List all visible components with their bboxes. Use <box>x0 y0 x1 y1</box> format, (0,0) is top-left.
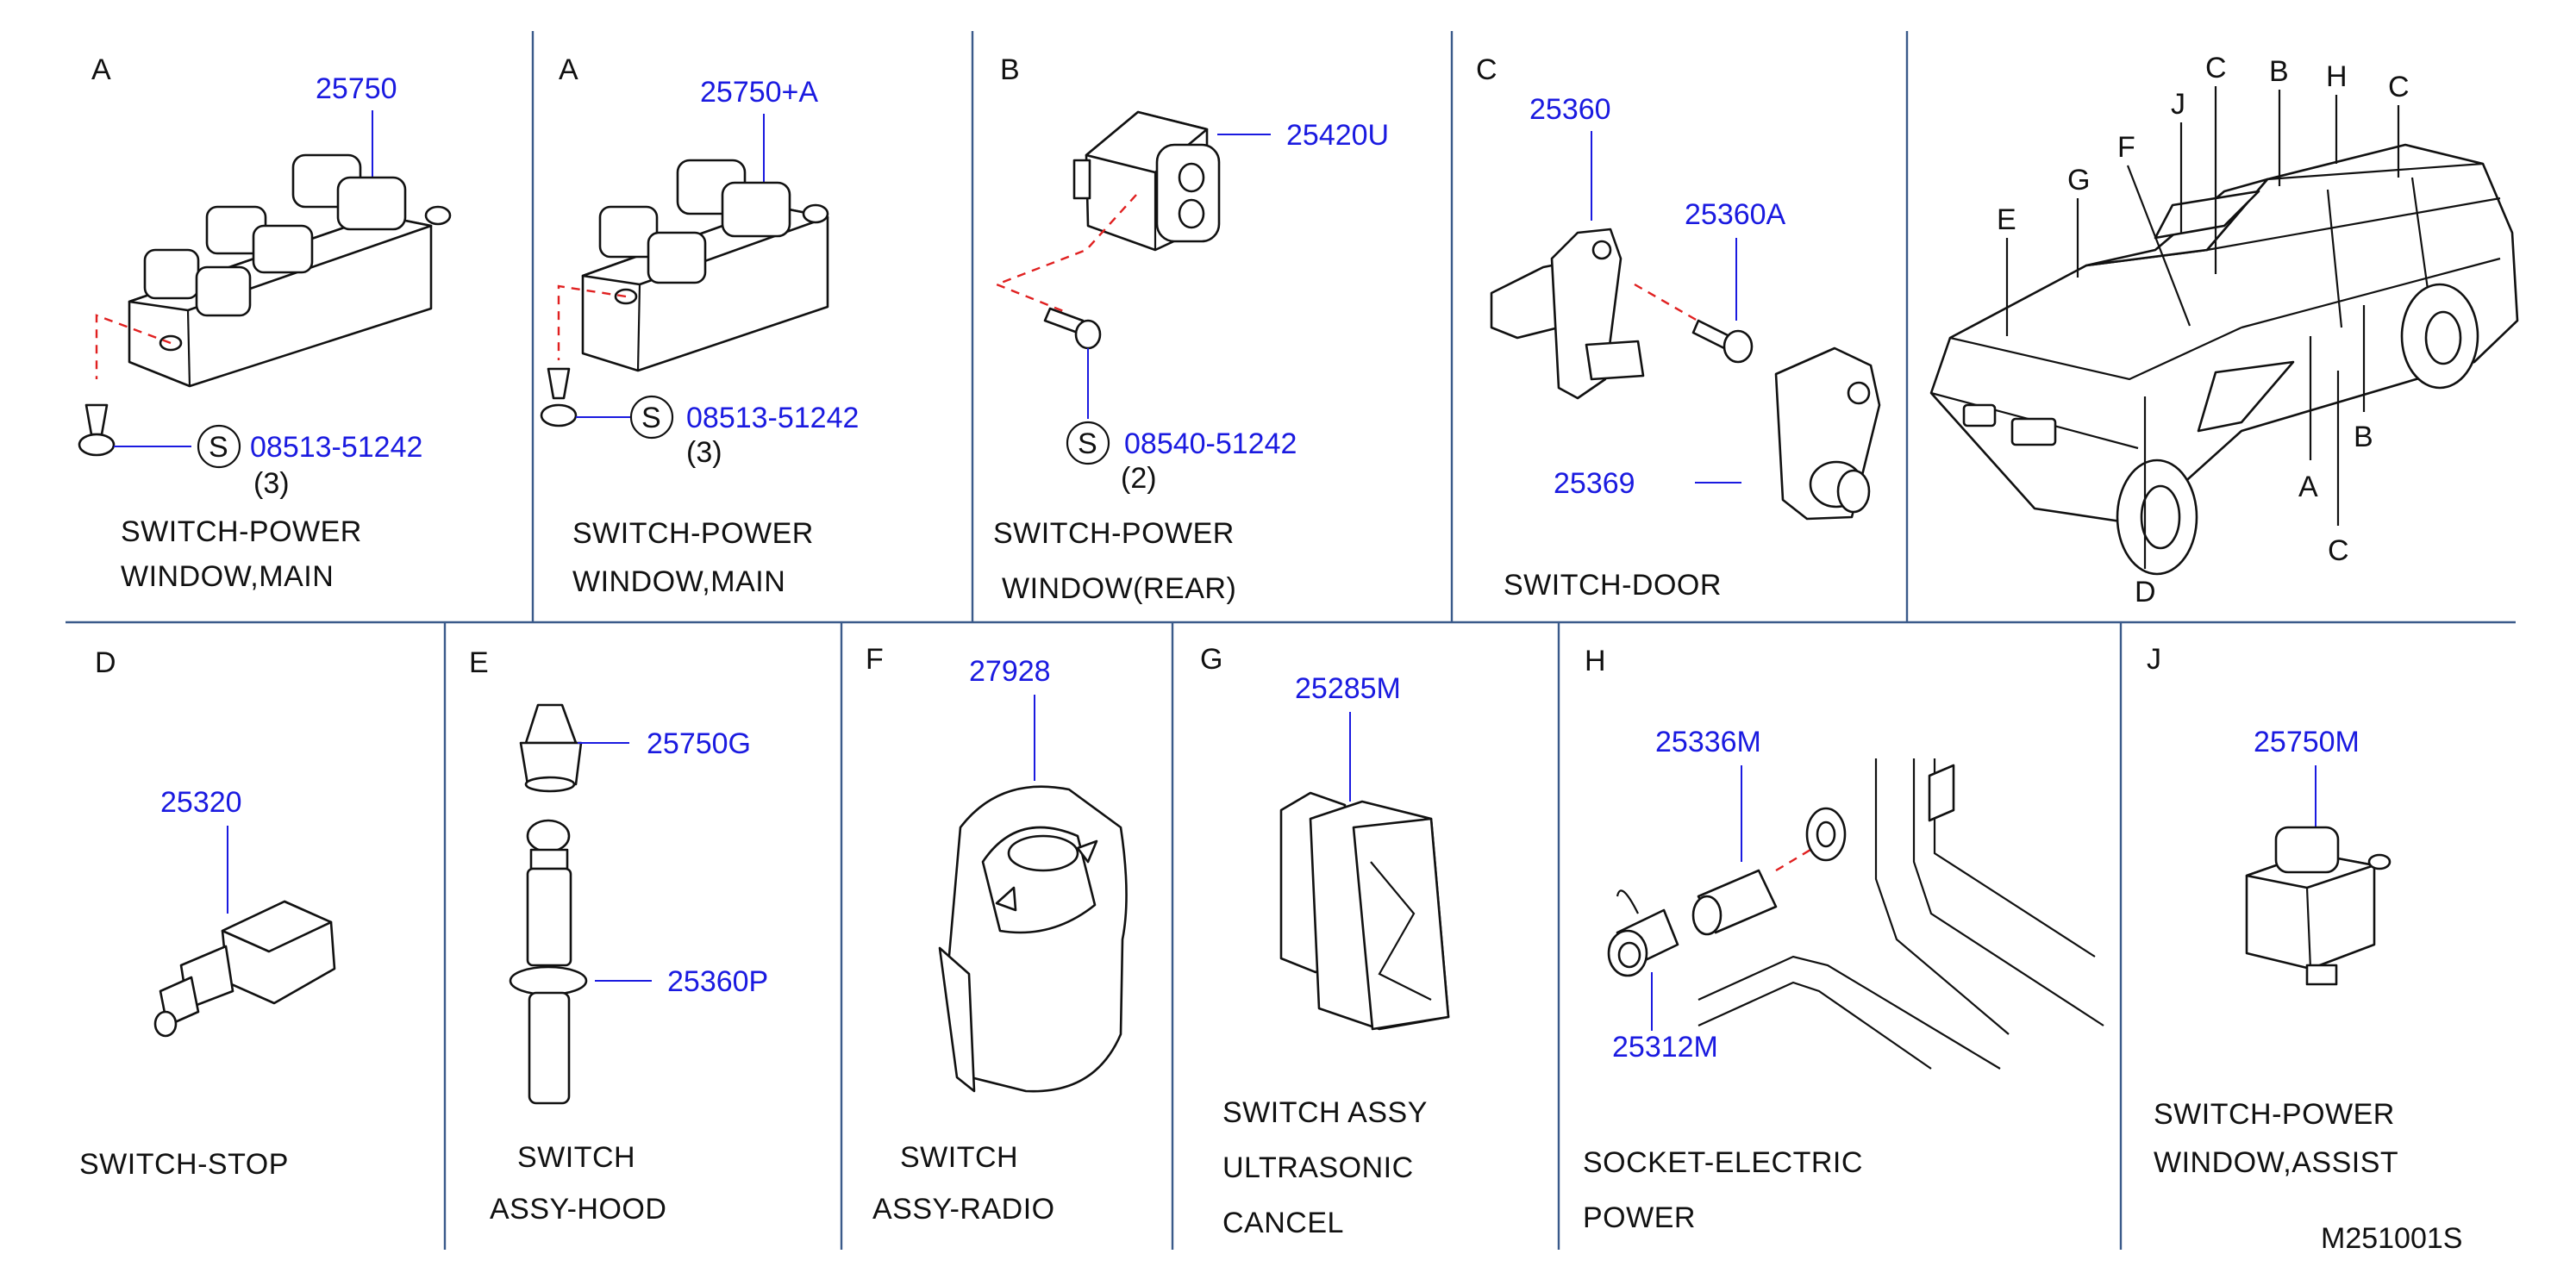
socket-icon <box>1607 869 1778 977</box>
part-number[interactable]: 08513-51242 <box>686 402 859 434</box>
panel-power-window-assist: J 25750M SWITCH-POWER WINDOW,ASSIST <box>2147 643 2398 1179</box>
caption-line: SWITCH-POWER <box>993 517 1235 550</box>
caption-line: SWITCH ASSY <box>1222 1096 1428 1129</box>
power-window-switch-icon <box>581 159 829 372</box>
part-number[interactable]: 25420U <box>1286 119 1389 152</box>
vehicle-callout: F <box>2117 131 2135 164</box>
drawing-code: M251001S <box>2321 1222 2462 1255</box>
vehicle-callout: D <box>2135 576 2156 608</box>
ultrasonic-switch-icon <box>1279 791 1450 1031</box>
part-number[interactable]: 25360P <box>667 965 768 998</box>
caption-line: CANCEL <box>1222 1207 1344 1239</box>
panel-letter: C <box>1476 53 1497 86</box>
panel-letter: H <box>1585 645 1606 677</box>
vehicle-callout: G <box>2067 164 2090 197</box>
quantity: (2) <box>1121 462 1157 495</box>
vehicle-callout: A <box>2298 471 2318 503</box>
caption-line: ASSY-HOOD <box>490 1193 666 1226</box>
part-number[interactable]: 25750M <box>2254 726 2360 758</box>
screw-icon <box>540 367 578 427</box>
part-number[interactable]: 25320 <box>160 786 242 819</box>
panel-letter: G <box>1200 643 1222 676</box>
assist-switch-icon <box>2245 826 2392 986</box>
stop-lamp-switch-icon <box>153 900 336 1038</box>
caption-line: WINDOW(REAR) <box>1002 572 1236 605</box>
hood-switch-body-icon <box>509 819 588 1105</box>
part-number[interactable]: 27928 <box>969 655 1051 688</box>
screw-symbol: S <box>641 402 661 434</box>
door-switch-icon <box>1490 228 1645 400</box>
part-number[interactable]: 08513-51242 <box>250 431 422 464</box>
part-number[interactable]: 25750 <box>316 72 397 105</box>
caption-line: SWITCH-POWER <box>2154 1098 2395 1131</box>
screw-symbol: S <box>209 431 228 464</box>
panel-door-switch: C 25360 25360A 25369 SWITCH-DOOR <box>1476 53 1881 602</box>
caption-line: POWER <box>1583 1201 1696 1234</box>
vehicle-callout: J <box>2171 88 2185 121</box>
panel-outline-icon <box>1698 758 2104 1070</box>
part-number[interactable]: 25285M <box>1295 672 1401 705</box>
part-number[interactable]: 25369 <box>1554 467 1635 500</box>
caption-line: ASSY-RADIO <box>872 1193 1055 1226</box>
hood-switch-cap-icon <box>519 703 583 793</box>
panel-letter: A <box>91 53 111 86</box>
panel-letter: E <box>469 646 489 679</box>
vehicle-icon <box>1929 143 2519 576</box>
ring-icon <box>1805 807 1847 862</box>
panel-hood-switch: E 25750G 25360P SWITCH ASSY-HOOD <box>469 646 768 1226</box>
panel-power-window-main-2: A 25750+A S 08513-51242 (3) SWITCH-POWER… <box>540 53 859 598</box>
panel-letter: A <box>559 53 578 86</box>
bolt-icon <box>1691 319 1754 364</box>
part-number[interactable]: 08540-51242 <box>1124 427 1297 460</box>
part-number[interactable]: 25750G <box>647 727 751 760</box>
panel-separators <box>66 31 2516 1250</box>
caption-line: SWITCH-POWER <box>572 517 814 550</box>
caption-line: ULTRASONIC <box>1222 1151 1414 1184</box>
panel-letter: D <box>95 646 116 679</box>
panel-power-window-main-1: A 25750 S 08513-51242 (3) SWITCH-POWER W… <box>78 53 452 593</box>
panel-stop-switch: D 25320 SWITCH-STOP <box>79 646 336 1181</box>
caption-line: WINDOW,ASSIST <box>2154 1146 2398 1179</box>
vehicle-callout: E <box>1997 203 2016 236</box>
caption-line: SWITCH <box>517 1141 635 1174</box>
screw-icon <box>1043 307 1102 350</box>
radio-switch-icon <box>938 785 1128 1093</box>
part-number[interactable]: 25336M <box>1655 726 1761 758</box>
screw-symbol: S <box>1078 427 1097 460</box>
caption-line: SOCKET-ELECTRIC <box>1583 1146 1863 1179</box>
quantity: (3) <box>253 467 290 500</box>
power-window-switch-icon <box>128 153 452 388</box>
panel-power-window-rear: B 25420U S 08540-51242 (2) SWITCH-POWER … <box>993 53 1389 605</box>
quantity: (3) <box>686 436 722 469</box>
screw-icon <box>78 403 116 457</box>
part-number[interactable]: 25750+A <box>700 76 818 109</box>
door-switch-cover-icon <box>1774 346 1881 521</box>
vehicle-callout: C <box>2388 71 2410 103</box>
vehicle-callout: C <box>2205 52 2227 84</box>
panel-vehicle-overview: E G F J C B H C B A C D <box>1929 52 2519 608</box>
panel-letter: J <box>2147 643 2161 676</box>
caption-line: SWITCH-POWER <box>121 515 362 548</box>
caption-line: SWITCH <box>900 1141 1018 1174</box>
panel-letter: F <box>866 643 884 676</box>
part-number[interactable]: 25360A <box>1685 198 1786 231</box>
caption-line: SWITCH-STOP <box>79 1148 289 1181</box>
rear-window-switch-icon <box>1072 110 1221 252</box>
caption-line: SWITCH-DOOR <box>1504 569 1722 602</box>
caption-line: WINDOW,MAIN <box>121 560 334 593</box>
panel-ultrasonic-cancel-switch: G 25285M SWITCH ASSY ULTRASONIC CANCEL <box>1200 643 1450 1239</box>
caption-line: WINDOW,MAIN <box>572 565 785 598</box>
panel-power-socket: H 25336M 25312M SOCKET-ELECTRIC POWER <box>1583 645 2104 1234</box>
panel-radio-switch: F 27928 SWITCH ASSY-RADIO <box>866 643 1128 1226</box>
vehicle-callout: B <box>2354 421 2373 453</box>
vehicle-callout: C <box>2328 534 2349 567</box>
vehicle-callout: B <box>2269 55 2289 88</box>
part-number[interactable]: 25312M <box>1612 1031 1718 1064</box>
panel-letter: B <box>1000 53 1020 86</box>
part-number[interactable]: 25360 <box>1529 93 1611 126</box>
vehicle-callout: H <box>2326 60 2348 93</box>
